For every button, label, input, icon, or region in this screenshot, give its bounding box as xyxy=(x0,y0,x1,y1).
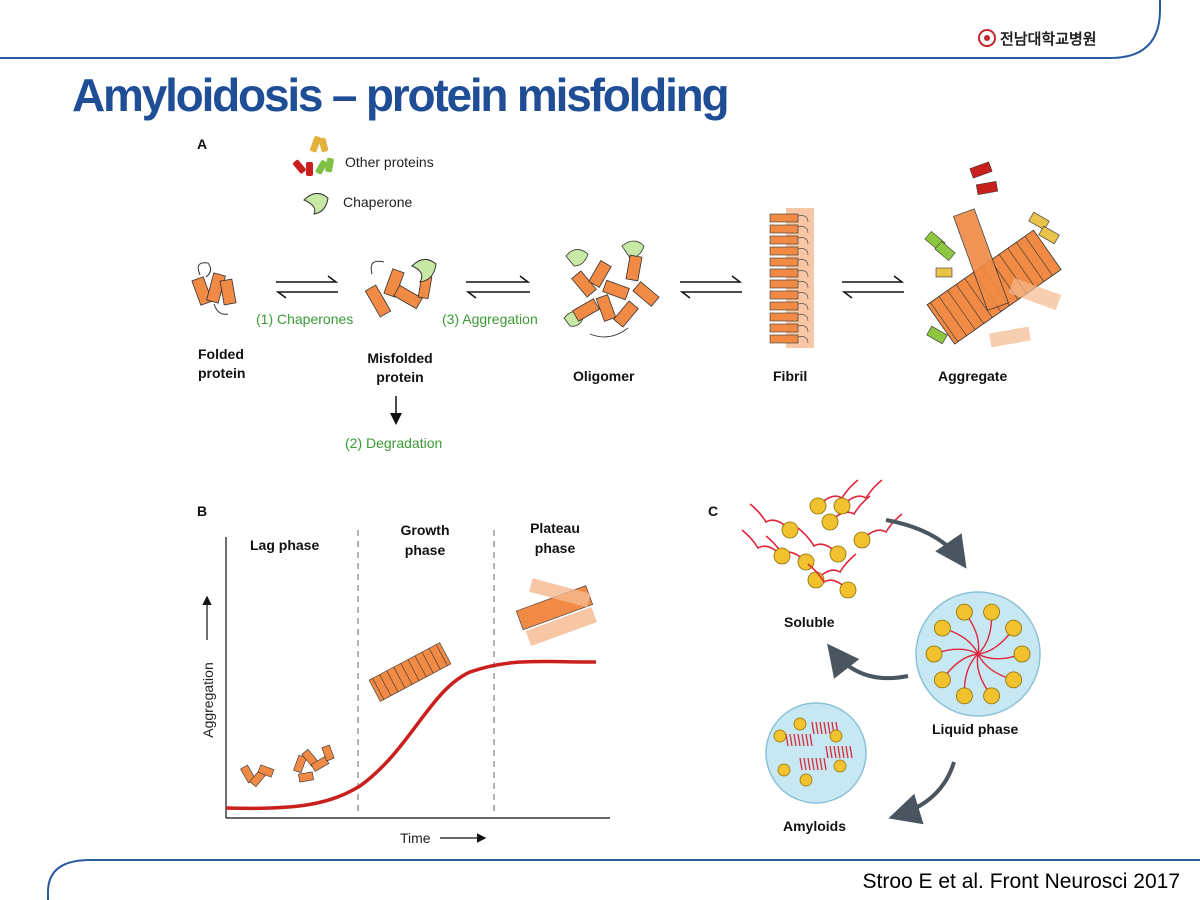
panel-b-letter: B xyxy=(197,503,208,519)
amyloid-droplet xyxy=(765,702,867,804)
hospital-emblem-icon xyxy=(978,29,996,47)
label-plateau-phase: Plateau phase xyxy=(510,518,600,558)
label-plateau-line2: phase xyxy=(534,540,576,556)
citation: Stroo E et al. Front Neurosci 2017 xyxy=(862,870,1181,893)
label-aggregate: Aggregate xyxy=(938,368,1008,384)
panel-c-letter: C xyxy=(708,503,719,519)
hospital-logo: 전남대학교병원 xyxy=(978,26,1097,50)
legend-chaperone: Chaperone xyxy=(343,194,413,210)
step-aggregation: (3) Aggregation xyxy=(442,311,538,327)
aggregation-curve xyxy=(225,659,597,811)
panel-a-letter: A xyxy=(197,136,208,152)
panel-c xyxy=(741,479,1041,825)
folded-protein-icon xyxy=(191,262,237,315)
label-liquid-phase: Liquid phase xyxy=(932,721,1019,737)
label-amyloids: Amyloids xyxy=(783,818,847,834)
panel-a xyxy=(191,136,1062,425)
step-degradation: (2) Degradation xyxy=(345,435,443,451)
label-misfolded-protein: Misfolded protein xyxy=(352,349,448,387)
x-axis-label: Time xyxy=(400,830,431,846)
other-proteins-icon xyxy=(293,136,334,176)
label-folded-line1: Folded xyxy=(198,346,244,362)
plateau-aggregate-icon xyxy=(515,578,597,647)
amyloid-fibers xyxy=(773,717,853,787)
legend-other-proteins: Other proteins xyxy=(345,154,434,170)
label-fibril: Fibril xyxy=(773,368,808,384)
label-oligomer: Oligomer xyxy=(573,368,635,384)
liquid-phase-beads xyxy=(925,603,1031,705)
soluble-proteins-icon xyxy=(741,479,903,599)
label-soluble: Soluble xyxy=(784,614,835,630)
label-lag-phase: Lag phase xyxy=(250,537,320,553)
hospital-name: 전남대학교병원 xyxy=(1000,29,1097,48)
fibril-icon xyxy=(769,208,814,348)
label-growth-line2: phase xyxy=(404,542,446,558)
cycle-arrow-to-amyloids xyxy=(888,761,956,825)
aggregate-icon xyxy=(924,161,1062,348)
label-folded-protein: Folded protein xyxy=(198,345,245,383)
cycle-arrow-to-soluble xyxy=(827,643,909,681)
step-chaperones: (1) Chaperones xyxy=(256,311,354,327)
label-growth-phase: Growth phase xyxy=(380,520,470,560)
equilibrium-arrows xyxy=(275,275,905,299)
y-axis-label: Aggregation xyxy=(200,662,216,738)
growth-fibril-icon xyxy=(368,642,452,702)
panel-b xyxy=(202,530,610,843)
label-folded-line2: protein xyxy=(198,365,246,381)
oligomer-icon xyxy=(563,240,660,338)
chaperone-icon xyxy=(303,193,329,215)
lag-monomers-icon xyxy=(240,744,335,788)
label-plateau-line1: Plateau xyxy=(530,520,580,536)
slide-title: Amyloidosis – protein misfolding xyxy=(72,69,730,121)
cycle-arrow-to-liquid xyxy=(885,518,967,569)
label-misfolded-line2: protein xyxy=(376,369,424,385)
misfolded-protein-icon xyxy=(364,259,437,318)
label-growth-line1: Growth xyxy=(400,522,450,538)
label-misfolded-line1: Misfolded xyxy=(367,350,433,366)
